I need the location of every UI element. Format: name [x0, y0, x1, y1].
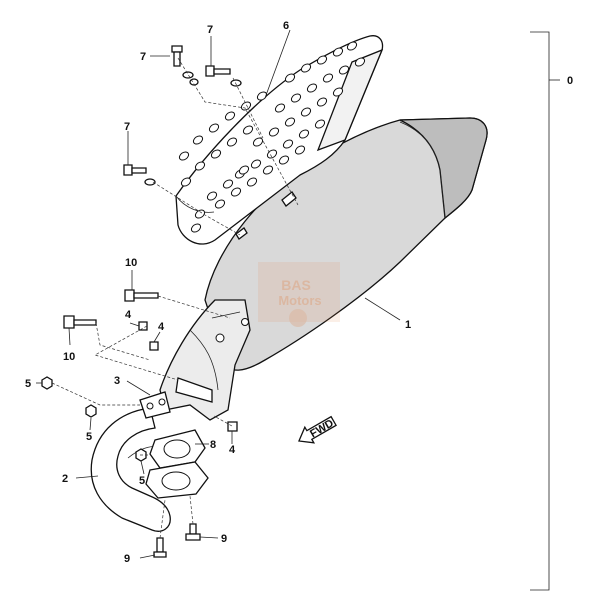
vent-hole [284, 73, 296, 83]
heat-shield-vent-holes [178, 41, 366, 233]
heat-shield [175, 35, 384, 245]
mount-bracket [159, 299, 251, 421]
vent-hole [230, 187, 242, 197]
vent-hole [338, 65, 350, 75]
callout-10-lower: 10 [63, 351, 75, 363]
callout-9-right: 9 [221, 533, 227, 545]
vent-hole [224, 111, 236, 121]
vent-hole [206, 191, 218, 201]
fwd-arrow: FWD [298, 415, 337, 444]
bolt-10-upper [124, 289, 159, 302]
vent-hole [226, 137, 238, 147]
callout-6: 6 [283, 20, 289, 32]
assembly-bracket [530, 31, 550, 591]
vent-hole [242, 125, 254, 135]
vent-hole [222, 179, 234, 189]
vent-hole [354, 57, 366, 67]
vent-hole [332, 47, 344, 57]
bolt-9-left [153, 537, 167, 558]
callout-1: 1 [405, 319, 411, 331]
vent-hole [266, 149, 278, 159]
vent-hole [178, 151, 190, 161]
vent-hole [208, 123, 220, 133]
vent-hole [300, 107, 312, 117]
callout-10-upper: 10 [125, 257, 137, 269]
callout-0: 0 [567, 75, 573, 87]
vent-hole [262, 165, 274, 175]
vent-hole [294, 145, 306, 155]
vent-hole [332, 87, 344, 97]
vent-hole [314, 119, 326, 129]
vent-hole [282, 139, 294, 149]
vent-hole [238, 165, 250, 175]
callout-7-top: 7 [207, 24, 213, 36]
bolt-10-lower [63, 315, 97, 329]
vent-hole [180, 177, 192, 187]
callout-7-left: 7 [140, 51, 146, 63]
vent-hole [298, 129, 310, 139]
nut-4-upper [138, 321, 148, 331]
bolt-7-middle [205, 65, 242, 87]
callout-4-right-label: 4 [229, 444, 236, 456]
callout-4-upper: 4 [125, 309, 132, 321]
vent-hole [322, 73, 334, 83]
fwd-label: FWD [308, 417, 336, 440]
vent-hole [346, 41, 358, 51]
callout-7-lower: 7 [124, 121, 130, 133]
callout-5-middle: 5 [86, 431, 92, 443]
vent-hole [210, 149, 222, 159]
vent-hole [214, 199, 226, 209]
vent-hole [306, 83, 318, 93]
callout-9-left: 9 [124, 553, 130, 565]
nut-4-middle [149, 341, 159, 351]
assembly-dashed-lines [51, 57, 299, 539]
vent-hole [250, 159, 262, 169]
vent-hole [278, 155, 290, 165]
vent-hole [316, 55, 328, 65]
bolt-9-right [185, 523, 201, 541]
vent-hole [316, 97, 328, 107]
vent-hole [246, 177, 258, 187]
vent-hole [192, 135, 204, 145]
nut-5-left [41, 376, 53, 390]
vent-hole [290, 93, 302, 103]
vent-hole [274, 103, 286, 113]
callout-5-left: 5 [25, 378, 31, 390]
bolt-7-top [171, 45, 199, 86]
watermark-line2: Motors [278, 293, 321, 308]
vent-hole [190, 223, 202, 233]
callout-4-middle: 4 [158, 321, 165, 333]
leader-lines [36, 29, 401, 559]
exhaust-pipe [90, 391, 209, 532]
watermark-line1: BAS [281, 277, 311, 293]
vent-hole [194, 161, 206, 171]
vent-hole [268, 127, 280, 137]
callout-3: 3 [114, 375, 120, 387]
vent-hole [256, 91, 268, 101]
callout-5-lower: 5 [139, 475, 145, 487]
bolt-7-lower [123, 164, 156, 186]
vent-hole [284, 117, 296, 127]
callout-2: 2 [62, 473, 68, 485]
watermark-logo: BAS Motors [258, 262, 340, 327]
nut-4-right [227, 421, 238, 432]
vent-hole [194, 209, 206, 219]
callout-8: 8 [210, 439, 216, 451]
vent-hole [300, 63, 312, 73]
nut-5-middle [85, 404, 97, 418]
